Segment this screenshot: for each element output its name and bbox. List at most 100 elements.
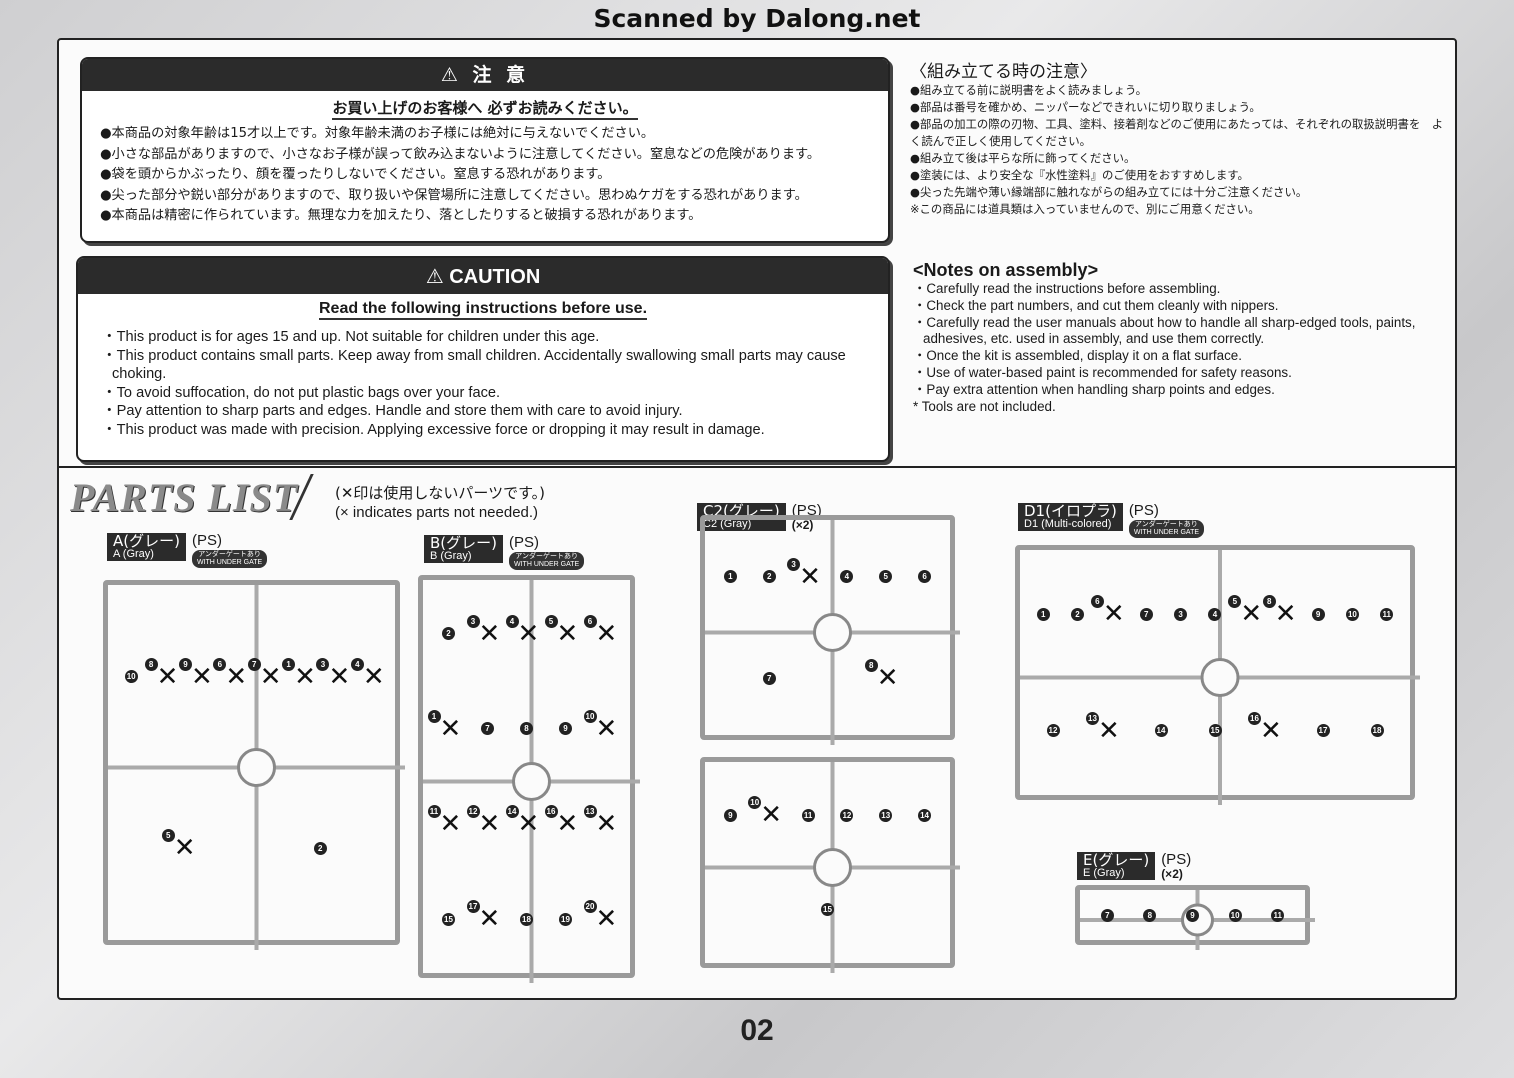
part-number: 2 [313, 841, 327, 855]
part-number: 16 [544, 805, 558, 819]
part-number: 5 [544, 614, 558, 628]
parts-list-title: PARTS LIST [70, 475, 299, 520]
assembly-note-jp: ●部品は番号を確かめ、ニッパーなどできれいに切り取りましょう。 [910, 100, 1261, 114]
assembly-note-en: ・Use of water-based paint is recommended… [913, 364, 1292, 380]
part: 19 [549, 902, 583, 936]
part-number: 1 [282, 657, 296, 671]
runner-name-en: B (Gray) [430, 550, 472, 562]
part-number: 17 [1316, 724, 1330, 738]
part-not-needed: 12 [466, 805, 505, 841]
part: 18 [510, 902, 544, 936]
gate-jp: アンダーゲートあり [198, 551, 261, 558]
part-not-needed: 16 [544, 805, 583, 841]
part-number: 5 [1228, 595, 1242, 609]
runner-label-e: E(グレー)E (Gray)(PS)(×2) [1077, 852, 1191, 881]
caution-item-jp: ●本商品の対象年齢は15才以上です。対象年齢未満のお子様には絶対に与えないでくだ… [100, 126, 655, 141]
part-number: 10 [748, 796, 762, 810]
assembly-note-en: ・Once the kit is assembled, display it o… [913, 348, 1242, 364]
runner-sprue-lines [705, 762, 960, 973]
part-not-needed: 16 [1248, 711, 1286, 748]
part: 1 [1026, 597, 1060, 631]
part: 11 [1370, 597, 1404, 631]
part-not-needed: 5 [161, 829, 200, 865]
assembly-note-jp: ●尖った先端や薄い縁端部に触れながらの組み立てには十分ご注意ください。 [910, 185, 1308, 199]
part: 9 [1175, 898, 1209, 932]
part-number: 8 [520, 722, 533, 736]
caution-subtitle-jp: お買い上げのお客様へ 必ずお読みください。 [332, 99, 638, 120]
part-number: 8 [144, 657, 158, 671]
assembly-note-en: ・Check the part numbers, and cut them cl… [913, 297, 1279, 313]
part-number: 8 [864, 659, 878, 673]
part-number: 2 [442, 627, 455, 641]
assembly-note-jp: ●組み立て後は平らな所に飾ってください。 [910, 151, 1136, 165]
part: 9 [549, 712, 583, 746]
part: 2 [752, 560, 786, 594]
runner-name-jp: B(グレー) [430, 534, 497, 552]
part-number: 8 [1262, 595, 1276, 609]
parts-list-note: (✕印は使用しないパーツです。) (× indicates parts not … [335, 484, 545, 522]
part-not-needed: 17 [466, 900, 505, 936]
part: 11 [1261, 898, 1295, 932]
gate-en: WITH UNDER GATE [1133, 529, 1200, 536]
part-number: 11 [1271, 908, 1285, 922]
part-number: 1 [1036, 607, 1050, 621]
runner-name-jp: D1(イロプラ) [1024, 502, 1117, 520]
part-not-needed: 11 [427, 805, 466, 841]
part: 2 [432, 617, 466, 651]
part-number: 12 [840, 808, 854, 822]
part-number: 10 [1228, 908, 1242, 922]
part-not-needed: 4 [350, 657, 389, 694]
part-number: 7 [1100, 908, 1114, 922]
part: 10 [1218, 898, 1252, 932]
runner-sprue-lines [108, 585, 405, 950]
part-number: 4 [840, 570, 854, 584]
part-number: 3 [316, 657, 330, 671]
assembly-note-en: * Tools are not included. [913, 398, 1056, 414]
section-divider [57, 466, 1457, 468]
assembly-note-jp: ※この商品には道具類は入っていませんので、別にご用意ください。 [910, 202, 1260, 216]
part-number: 15 [442, 912, 455, 926]
runner-name-en: E (Gray) [1083, 867, 1125, 879]
assembly-notes-jp: 〈組み立てる時の注意〉 ●組み立てる前に説明書をよく読みましょう。 ●部品は番号… [910, 57, 1450, 218]
part-number: 13 [1086, 711, 1099, 725]
part-not-needed: 8 [144, 657, 183, 694]
part: 7 [1090, 898, 1124, 932]
part-number: 11 [801, 808, 815, 822]
part-number: 19 [559, 912, 572, 926]
part: 5 [869, 560, 903, 594]
part-number: 15 [1208, 724, 1222, 738]
part-number: 14 [505, 805, 519, 819]
part-number: 5 [161, 829, 175, 843]
part-not-needed: 10 [748, 796, 786, 832]
runner-frame-b: 2345617891011121416131517181920 [418, 575, 640, 983]
part-number: 6 [583, 614, 597, 628]
runner-quantity: (×2) [791, 518, 814, 532]
part: 9 [713, 798, 747, 832]
part-not-needed: 8 [1262, 595, 1301, 631]
part-number: 2 [762, 570, 776, 584]
assembly-note-en: ・Pay extra attention when handling sharp… [913, 381, 1275, 397]
part-not-needed: 5 [544, 614, 583, 651]
part-not-needed: 20 [583, 900, 622, 936]
part-number: 7 [1139, 607, 1153, 621]
gate-jp: アンダーゲートあり [1135, 521, 1198, 528]
part: 11 [791, 798, 825, 832]
part: 3 [1164, 597, 1198, 631]
part: 7 [471, 712, 505, 746]
runner-frame-c: 9101112131415 [700, 757, 960, 973]
runner-sprue-lines [705, 520, 960, 745]
part-number: 4 [1208, 607, 1222, 621]
assembly-notes-title-jp: 〈組み立てる時の注意〉 [910, 62, 1097, 82]
part: 9 [1301, 597, 1335, 631]
runner-name-en: C2 (Gray) [703, 518, 752, 530]
part: 10 [1335, 597, 1369, 631]
runner-material: (PS) [1161, 851, 1192, 868]
part-not-needed: 6 [213, 657, 251, 694]
assembly-note-jp: ●部品の加工の際の刃物、工具、塗料、接着剤などのご使用にあたっては、それぞれの取… [910, 117, 1444, 148]
part-number: 3 [787, 557, 801, 571]
gate-en: WITH UNDER GATE [196, 559, 263, 566]
part-number: 3 [466, 614, 480, 628]
part-not-needed: 3 [466, 614, 505, 651]
